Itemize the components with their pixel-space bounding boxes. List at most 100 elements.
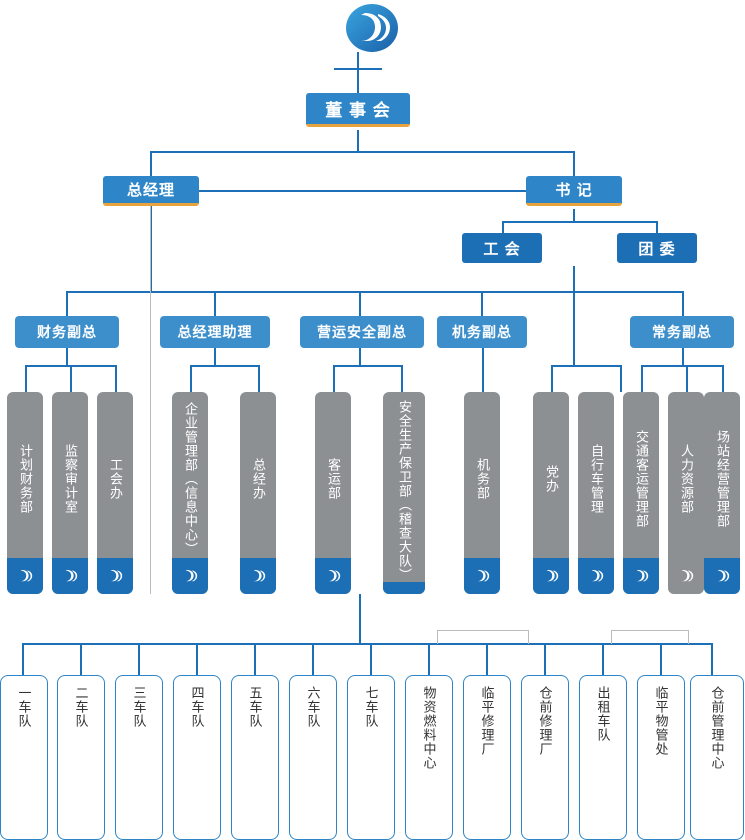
connector bbox=[70, 365, 72, 392]
connector bbox=[502, 221, 504, 234]
team-label: 仓前修理厂 bbox=[537, 686, 553, 756]
team-6[interactable]: 六车队 bbox=[289, 675, 337, 840]
connector bbox=[333, 365, 403, 367]
connector bbox=[25, 365, 27, 392]
connector bbox=[602, 643, 604, 675]
team-label: 二车队 bbox=[73, 686, 89, 728]
dept-label: 总经办 bbox=[251, 458, 266, 500]
team-1[interactable]: 一车队 bbox=[0, 675, 48, 840]
general-manager-box[interactable]: 总经理 bbox=[103, 176, 199, 206]
connector bbox=[370, 643, 372, 675]
dept-label: 工会办 bbox=[108, 458, 123, 500]
connector bbox=[150, 206, 152, 292]
dept-gm-office[interactable]: 总经办 bbox=[240, 392, 276, 594]
guide-line bbox=[150, 206, 151, 594]
connector bbox=[722, 365, 724, 392]
connector bbox=[80, 643, 82, 675]
cangqian-repair-plant[interactable]: 仓前修理厂 bbox=[521, 675, 569, 840]
team-label: 仓前管理中心 bbox=[709, 686, 725, 770]
guide-line bbox=[528, 630, 529, 644]
youth-league-box[interactable]: 团 委 bbox=[617, 233, 697, 263]
dept-safety-production[interactable]: 安全生产保卫部（稽查大队） bbox=[383, 392, 425, 594]
logo-badge-icon bbox=[383, 582, 425, 594]
dept-human-resources[interactable]: 人力资源部 bbox=[668, 392, 704, 594]
connector bbox=[573, 209, 575, 222]
logo-badge-icon bbox=[623, 558, 659, 594]
connector bbox=[502, 221, 657, 223]
logo-badge-icon bbox=[464, 558, 500, 594]
connector bbox=[190, 365, 260, 367]
connector bbox=[359, 291, 361, 316]
logo-badge-icon bbox=[668, 558, 704, 594]
dept-audit-supervision[interactable]: 监察审计室 bbox=[52, 392, 88, 594]
labor-union-box[interactable]: 工 会 bbox=[462, 233, 542, 263]
connector bbox=[22, 643, 24, 675]
dept-label: 人力资源部 bbox=[679, 444, 694, 514]
dept-bicycle-management[interactable]: 自行车管理 bbox=[578, 392, 614, 594]
team-5[interactable]: 五车队 bbox=[231, 675, 279, 840]
connector bbox=[199, 190, 526, 192]
team-label: 一车队 bbox=[16, 686, 32, 728]
team-7[interactable]: 七车队 bbox=[347, 675, 395, 840]
dept-label: 监察审计室 bbox=[63, 444, 78, 514]
team-label: 五车队 bbox=[247, 686, 263, 728]
connector bbox=[115, 365, 117, 392]
team-label: 六车队 bbox=[305, 686, 321, 728]
cangqian-mgmt-center[interactable]: 仓前管理中心 bbox=[690, 675, 744, 840]
dept-maintenance[interactable]: 机务部 bbox=[464, 392, 500, 594]
linping-repair-plant[interactable]: 临平修理厂 bbox=[463, 675, 511, 840]
team-label: 物资燃料中心 bbox=[421, 686, 437, 770]
dept-label: 交通客运管理部 bbox=[634, 430, 649, 528]
connector bbox=[359, 594, 361, 644]
logo-badge-icon bbox=[704, 558, 740, 594]
connector bbox=[656, 221, 658, 234]
dept-enterprise-management[interactable]: 企业管理部（信息中心） bbox=[172, 392, 208, 594]
connector bbox=[551, 365, 621, 367]
connector bbox=[359, 348, 361, 366]
connector bbox=[196, 643, 198, 675]
dept-label: 机务部 bbox=[475, 458, 490, 500]
connector bbox=[573, 266, 575, 365]
dept-label: 场站经营管理部 bbox=[715, 430, 730, 528]
dept-station-operations[interactable]: 场站经营管理部 bbox=[704, 392, 740, 594]
connector bbox=[214, 291, 216, 316]
materials-fuel-center[interactable]: 物资燃料中心 bbox=[405, 675, 453, 840]
vp-maintenance-box[interactable]: 机务副总 bbox=[437, 316, 527, 348]
connector bbox=[486, 643, 488, 675]
dept-transport-passenger-mgmt[interactable]: 交通客运管理部 bbox=[623, 392, 659, 594]
party-secretary-box[interactable]: 书 记 bbox=[526, 176, 622, 206]
dept-union-office[interactable]: 工会办 bbox=[97, 392, 133, 594]
team-4[interactable]: 四车队 bbox=[173, 675, 221, 840]
connector bbox=[357, 130, 359, 152]
vp-operations-safety-box[interactable]: 营运安全副总 bbox=[300, 316, 424, 348]
connector bbox=[660, 643, 662, 675]
board-of-directors[interactable]: 董 事 会 bbox=[306, 93, 410, 127]
company-logo bbox=[344, 2, 400, 54]
dept-label: 客运部 bbox=[326, 458, 341, 500]
gm-assistant-box[interactable]: 总经理助理 bbox=[160, 316, 270, 348]
logo-badge-icon bbox=[97, 558, 133, 594]
team-label: 临平修理厂 bbox=[479, 686, 495, 756]
team-3[interactable]: 三车队 bbox=[115, 675, 163, 840]
dept-planning-finance[interactable]: 计划财务部 bbox=[7, 392, 43, 594]
connector bbox=[481, 291, 483, 316]
vp-finance-box[interactable]: 财务副总 bbox=[15, 316, 119, 348]
team-2[interactable]: 二车队 bbox=[57, 675, 105, 840]
team-label: 四车队 bbox=[189, 686, 205, 728]
vp-executive-box[interactable]: 常务副总 bbox=[630, 316, 734, 348]
connector bbox=[682, 291, 684, 316]
dept-passenger-transport[interactable]: 客运部 bbox=[315, 392, 351, 594]
logo-badge-icon bbox=[315, 558, 351, 594]
connector bbox=[66, 291, 68, 316]
guide-line bbox=[611, 630, 689, 631]
dept-label: 企业管理部（信息中心） bbox=[183, 402, 198, 556]
taxi-fleet[interactable]: 出租车队 bbox=[579, 675, 627, 840]
logo-badge-icon bbox=[7, 558, 43, 594]
team-label: 临平物管处 bbox=[653, 686, 669, 756]
connector bbox=[551, 365, 553, 392]
team-label: 出租车队 bbox=[595, 686, 611, 742]
dept-party-office[interactable]: 党办 bbox=[533, 392, 569, 594]
linping-property-mgmt[interactable]: 临平物管处 bbox=[637, 675, 685, 840]
connector bbox=[573, 151, 575, 176]
